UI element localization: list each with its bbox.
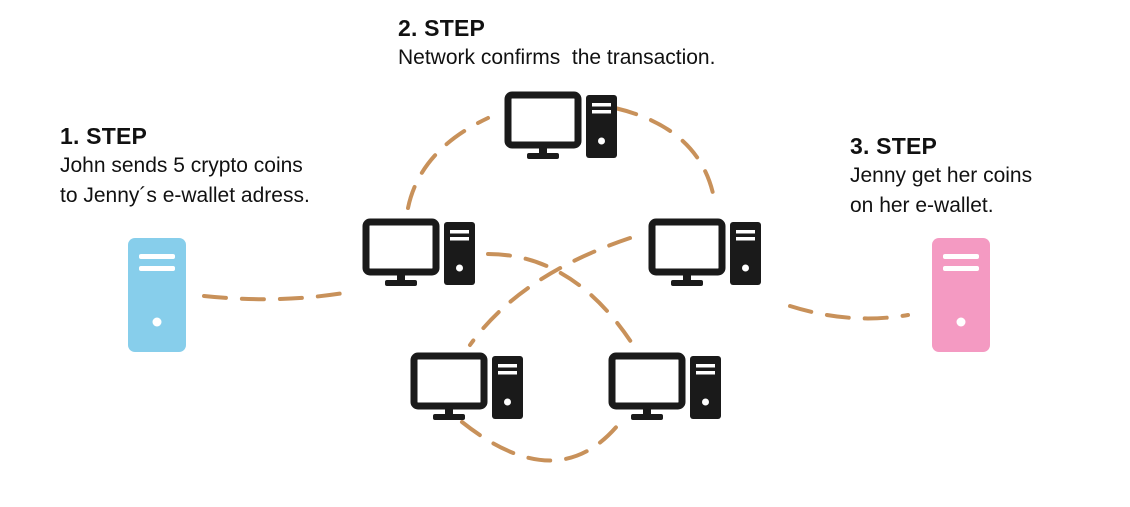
- receiver-wallet-icon: [932, 238, 990, 352]
- connection-sender-to-node-left: [202, 290, 352, 302]
- connection-node-left-to-node-bottom-right: [486, 252, 637, 350]
- connection-bottom-arc: [460, 418, 624, 463]
- step-1-title: 1. STEP: [60, 123, 148, 149]
- step-2: 2. STEP Network confirms the transaction…: [398, 13, 715, 73]
- connection-node-right-to-node-bottom-left: [468, 236, 632, 347]
- connection-node-top-to-node-right: [613, 106, 716, 200]
- step-1-line-2: to Jenny´s e-wallet adress.: [60, 184, 310, 207]
- network-node-left-computer-icon: [366, 222, 475, 286]
- connection-node-right-to-receiver: [788, 304, 910, 321]
- step-3: 3. STEP Jenny get her coins on her e-wal…: [850, 131, 1032, 221]
- network-node-right-computer-icon: [652, 222, 761, 286]
- step-3-line-1: Jenny get her coins: [850, 164, 1033, 187]
- connection-node-left-to-node-top: [406, 116, 490, 210]
- network-node-bottom-left-computer-icon: [414, 356, 523, 420]
- step-3-line-2: on her e-wallet.: [850, 194, 994, 217]
- network-node-top-computer-icon: [508, 95, 617, 159]
- step-3-title: 3. STEP: [850, 133, 938, 159]
- network-node-bottom-right-computer-icon: [612, 356, 721, 420]
- step-1-line-1: John sends 5 crypto coins: [60, 154, 303, 177]
- step-1: 1. STEP John sends 5 crypto coins to Jen…: [60, 121, 310, 211]
- sender-wallet-icon: [128, 238, 186, 352]
- step-2-line-1: Network confirms the transaction.: [398, 46, 716, 69]
- step-2-title: 2. STEP: [398, 15, 486, 41]
